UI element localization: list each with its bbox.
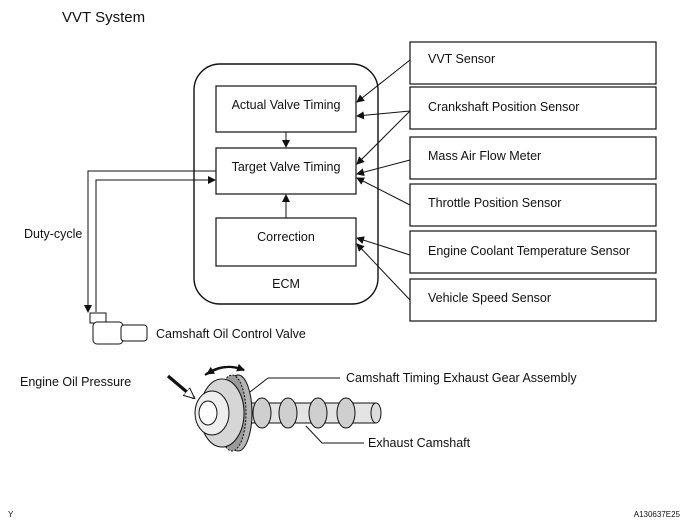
- oil-pressure-arrow: [166, 374, 194, 398]
- speed-to-correction-arrow: [356, 243, 411, 301]
- duty-cycle-lines: [84, 170, 216, 313]
- sensor-crankshaft: Crankshaft Position Sensor: [409, 86, 657, 130]
- oil-pressure-label: Engine Oil Pressure: [20, 375, 131, 389]
- duty-cycle-label: Duty-cycle: [24, 227, 82, 241]
- footer-mark: Y: [8, 510, 14, 519]
- correction-label: Correction: [257, 230, 315, 244]
- maf-to-target-arrow: [356, 159, 411, 177]
- throttle-to-target-arrow: [356, 177, 411, 206]
- camshaft-label: Exhaust Camshaft: [368, 436, 471, 450]
- sensor-throttle-label: Throttle Position Sensor: [428, 196, 561, 210]
- oil-control-valve-icon: [89, 312, 148, 345]
- camshaft-leader-line: [305, 425, 364, 444]
- gear-leader-line: [249, 377, 269, 393]
- diagram-title: VVT System: [62, 9, 145, 26]
- sensor-crankshaft-label: Crankshaft Position Sensor: [428, 100, 579, 114]
- crank-to-actual-arrow: [356, 110, 411, 120]
- sensor-vehicle-speed-label: Vehicle Speed Sensor: [428, 291, 551, 305]
- sensor-throttle: Throttle Position Sensor: [409, 183, 657, 227]
- figure-code: A130637E25: [634, 510, 681, 519]
- actual-valve-timing-block: [215, 85, 357, 133]
- ecm-label: ECM: [272, 277, 300, 291]
- sensor-vvt: VVT Sensor: [409, 41, 657, 85]
- sensor-vvt-label: VVT Sensor: [428, 52, 495, 66]
- coolant-to-correction-arrow: [356, 236, 411, 256]
- ocv-label: Camshaft Oil Control Valve: [156, 327, 306, 341]
- rotation-arrow-reverse: [206, 365, 245, 375]
- gear-label: Camshaft Timing Exhaust Gear Assembly: [346, 371, 577, 385]
- target-valve-timing-label: Target Valve Timing: [232, 160, 341, 174]
- exhaust-camshaft-icon: [237, 397, 382, 429]
- vvt-to-actual-arrow: [356, 59, 411, 103]
- sensor-coolant-label: Engine Coolant Temperature Sensor: [428, 244, 630, 258]
- sensor-vehicle-speed: Vehicle Speed Sensor: [409, 278, 657, 322]
- sensor-maf: Mass Air Flow Meter: [409, 136, 657, 180]
- target-valve-timing-block: [215, 147, 357, 195]
- correction-block: [215, 217, 357, 267]
- sensor-maf-label: Mass Air Flow Meter: [428, 149, 541, 163]
- actual-valve-timing-label: Actual Valve Timing: [232, 98, 341, 112]
- camshaft-timing-gear-icon: [194, 374, 253, 452]
- sensor-arrows: [356, 59, 411, 301]
- crank-to-target-arrow: [356, 110, 411, 165]
- sensor-coolant: Engine Coolant Temperature Sensor: [409, 230, 657, 274]
- ocv-to-target-line: [95, 176, 216, 312]
- target-to-ocv-line: [84, 170, 216, 313]
